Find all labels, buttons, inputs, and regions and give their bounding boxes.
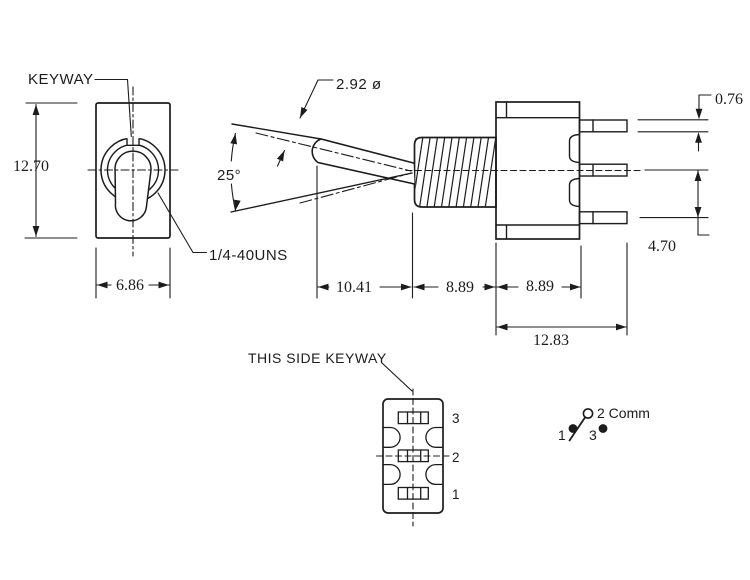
- thread-spec-leader: [157, 192, 208, 254]
- schematic-terminal-3-node: [598, 424, 608, 433]
- overall-length-label: 12.83: [533, 332, 569, 349]
- schematic-terminal-1-node: [568, 424, 578, 433]
- bottom-terminal-2-label: 2: [452, 450, 460, 465]
- bottom-side-cutouts: [383, 426, 443, 486]
- drawing-labels: KEYWAY 12.70 6.86 1/4-40UNS 2.92 ø 25° 1…: [13, 71, 743, 502]
- toggle-lever: [311, 138, 416, 185]
- height-dim-label: 12.70: [13, 158, 49, 175]
- side-view: [230, 79, 712, 336]
- schematic-terminal-1-label: 1: [558, 427, 566, 443]
- thread-length-label: 8.89: [446, 279, 474, 296]
- dim-chain-extension-lines: [316, 165, 628, 336]
- body-cap-lines: [495, 101, 581, 240]
- body-terminal-sockets: [568, 133, 581, 208]
- schematic-common-label: 2 Comm: [597, 405, 650, 421]
- terminal-spacing-label: 4.70: [648, 238, 676, 255]
- bottom-terminal-1-label: 1: [452, 487, 460, 502]
- dim-12-70: [24, 102, 78, 239]
- front-view: [24, 78, 208, 299]
- keyway-label: KEYWAY: [28, 71, 94, 88]
- bottom-terminal-3-label: 3: [452, 411, 460, 426]
- schematic-terminal-3-label: 3: [589, 427, 597, 443]
- schematic: [568, 408, 608, 442]
- bottom-keyway-note: THIS SIDE KEYWAY: [248, 350, 387, 366]
- thread-spec-label: 1/4-40UNS: [209, 247, 288, 264]
- schematic-common-node: [582, 408, 594, 419]
- terminal-top: [578, 119, 628, 133]
- keyway-leader: [94, 78, 132, 138]
- dim-4-70: [639, 169, 710, 236]
- lever-axis-centerlines: [255, 132, 413, 204]
- body-length-label: 8.89: [526, 278, 554, 295]
- lever-length-label: 10.41: [336, 279, 372, 296]
- throw-angle-arc: [230, 132, 237, 212]
- lever-lower-envelope-line: [230, 172, 413, 213]
- bushing-keyway-notch: [126, 138, 140, 146]
- drawing-linework: [24, 78, 712, 527]
- thread-bushing: [413, 136, 497, 208]
- lever-diameter-label: 2.92 ø: [336, 76, 382, 93]
- terminal-thickness-label: 0.76: [715, 91, 743, 108]
- terminal-bottom: [578, 211, 628, 225]
- bottom-view: [375, 362, 452, 527]
- throw-angle-label: 25°: [217, 167, 241, 184]
- lever-upper-envelope-line: [231, 123, 322, 140]
- dim-6-86: [95, 247, 171, 299]
- thread-hatching: [415, 138, 496, 207]
- dim-0-76: [637, 94, 712, 152]
- width-dim-label: 6.86: [116, 277, 144, 294]
- keyway-note-leader: [381, 362, 413, 392]
